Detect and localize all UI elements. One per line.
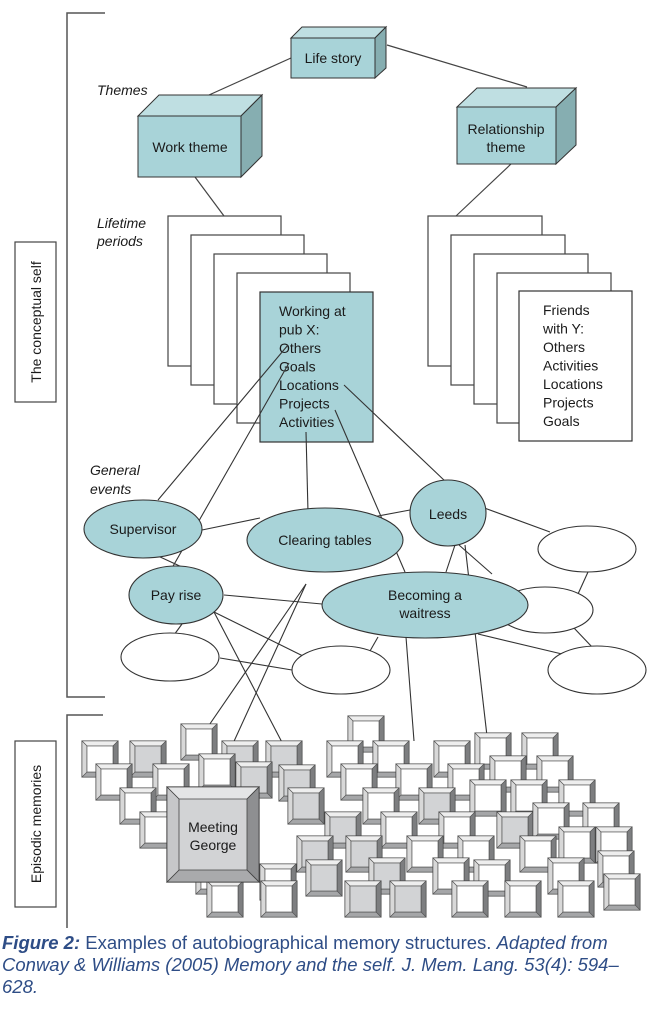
event-becoming-waitress-label-line2: waitress [398,605,450,621]
relationship-theme-box: Relationship theme [455,86,578,166]
episodic-memory-tiles [81,715,641,918]
conceptual-self-label-box [14,241,57,403]
event-pay-rise [128,565,224,625]
relationship-period-line: Others [543,339,585,355]
event-supervisor [83,499,203,559]
work-period-line: Working at [279,303,346,319]
relationship-theme-label-line2: theme [487,139,526,155]
episode-tile [558,826,596,864]
work-period-line: pub X: [279,322,319,338]
lifetime-periods-label-line2: periods [96,233,143,249]
general-events [83,479,647,695]
relationship-period-line: with Y: [542,321,584,337]
relationship-period-line: Projects [543,395,594,411]
lifetime-periods-label-line1: Lifetime [97,215,146,231]
episode-tile [260,880,298,918]
relationship-period-line: Activities [543,358,598,374]
work-period-line: Locations [279,377,339,393]
episode-meeting-george: Meeting George [166,786,260,883]
conceptual-self-bracket: The conceptual self [14,12,105,698]
event-unlabeled-5 [547,645,647,695]
work-theme-box: Work theme [136,93,264,179]
episode-tile [603,873,641,911]
event-unlabeled-1 [537,525,637,573]
meeting-george-label-line2: George [190,837,237,853]
figure-caption: Figure 2: Examples of autobiographical m… [2,932,652,998]
event-becoming-waitress-label-line1: Becoming a [388,587,462,603]
themes-section-label: Themes [97,82,148,98]
autobiographical-memory-diagram: The conceptual self Episodic memories Th… [14,12,647,928]
work-theme-label: Work theme [152,139,227,155]
general-events-label-line2: events [90,481,131,497]
episode-tile [119,787,157,825]
event-pay-rise-label: Pay rise [151,587,202,603]
meeting-george-label-line1: Meeting [188,819,238,835]
event-leeds [409,479,487,547]
episodic-memories-label-box [14,740,57,908]
episode-tile [557,880,595,918]
episodic-memories-bracket: Episodic memories [14,714,103,928]
event-clearing-tables [246,507,404,573]
relationship-period-line: Locations [543,376,603,392]
caption-citation: Adapted from Conway & Williams (2005) Me… [2,932,619,997]
work-period-line: Activities [279,414,334,430]
episode-tile [180,723,218,761]
event-leeds-label: Leeds [429,506,467,522]
episode-tile [389,880,427,918]
episode-tile [451,880,489,918]
event-becoming-waitress [321,571,529,639]
episode-tile [305,859,343,897]
general-event-labels: Supervisor Clearing tables Leeds Pay ris… [110,506,468,621]
episode-tile [496,811,534,849]
conceptual-self-label: The conceptual self [28,261,44,383]
episodic-memories-label: Episodic memories [28,765,44,883]
caption-text: Examples of autobiographical memory stru… [80,932,497,953]
event-unlabeled-4 [291,645,391,695]
event-clearing-tables-label: Clearing tables [278,532,371,548]
episode-tile [344,880,382,918]
life-story-label: Life story [305,50,362,66]
work-period-line: Projects [279,396,330,412]
episode-tile [206,880,244,918]
work-lifetime-period-card: Working at pub X: OthersGoalsLocationsProj… [259,291,374,443]
general-events-label-line1: General [90,462,141,478]
episode-tile [345,835,383,873]
relationship-period-line: Friends [543,302,590,318]
episode-tile [469,779,507,817]
episode-tile [287,787,325,825]
figure-label: Figure 2: [2,932,81,953]
life-story-box: Life story [289,25,388,80]
event-supervisor-label: Supervisor [110,521,177,537]
work-period-line: Goals [279,359,316,375]
relationship-period-line: Goals [543,413,580,429]
event-unlabeled-3 [120,632,220,682]
episode-tile [504,880,542,918]
relationship-theme-label-line1: Relationship [467,121,544,137]
relationship-lifetime-period-card: Friends with Y: OthersActivitiesLocationsP… [518,290,633,442]
episode-tile [198,753,236,791]
work-period-line: Others [279,340,321,356]
hierarchy-connectors [194,44,528,217]
